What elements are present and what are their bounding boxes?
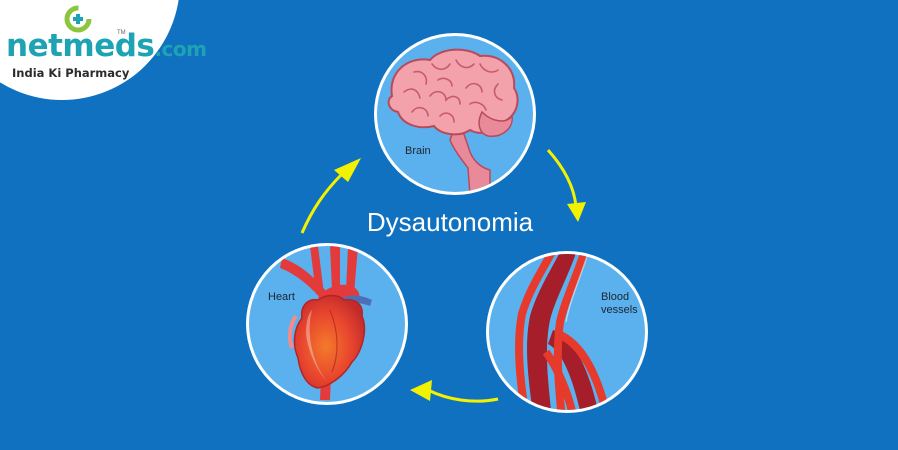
brand-logo-text: netmeds.com	[6, 28, 207, 64]
brain-label: Brain	[405, 145, 431, 157]
heart-icon	[280, 246, 372, 400]
heart-label: Heart	[268, 291, 295, 303]
logo-plus-icon	[64, 5, 92, 33]
brain-node	[374, 33, 536, 195]
logo-badge	[0, 0, 179, 100]
diagram-title: Dysautonomia	[366, 207, 534, 237]
brand-trademark: TM	[117, 30, 126, 36]
brain-icon	[387, 48, 519, 192]
blood-vessels-label: Blood vessels	[601, 291, 638, 316]
arrow-brain-to-vessels-icon	[546, 148, 586, 222]
arrow-vessels-to-heart-icon	[410, 380, 499, 403]
arrow-heart-to-brain-icon	[300, 158, 361, 234]
brand-tagline: India Ki Pharmacy	[12, 66, 130, 80]
heart-node	[246, 243, 408, 405]
blood-vessels-node	[486, 251, 648, 413]
